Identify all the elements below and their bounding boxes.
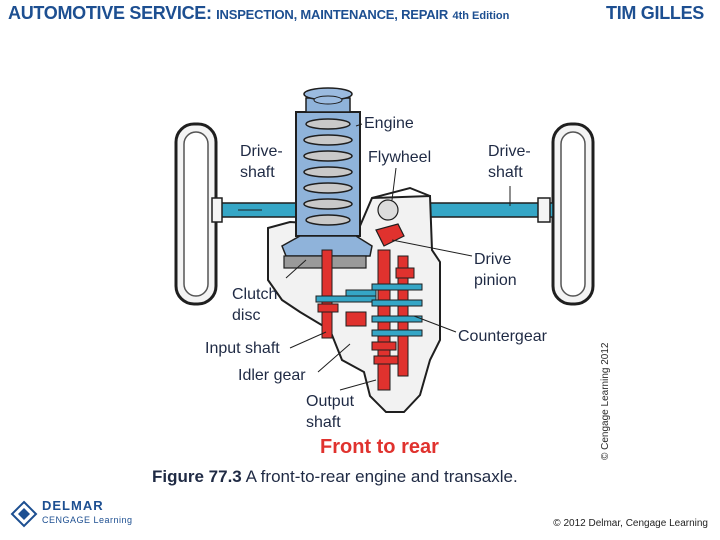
label-driveshaft-right-line2: shaft: [488, 164, 523, 181]
delmar-logo: DELMAR CENGAGE Learning: [10, 498, 140, 532]
label-countergear: Countergear: [458, 328, 548, 345]
figure-caption-text: A front-to-rear engine and transaxle.: [245, 467, 518, 486]
right-cv-joint: [537, 197, 551, 223]
red-gear-blocks: [317, 267, 415, 365]
label-idler-gear: Idler gear: [238, 367, 306, 384]
figure-number: Figure 77.3: [152, 467, 242, 486]
slide-header: AUTOMOTIVE SERVICE: INSPECTION, MAINTENA…: [0, 0, 720, 30]
left-wheel: [174, 122, 218, 306]
author-name: TIM GILLES: [606, 3, 704, 23]
diagram-subtitle: Front to rear: [320, 436, 439, 458]
engine-block: [295, 87, 361, 237]
label-output-shaft-line1: Output: [306, 393, 355, 410]
figure-caption: Figure 77.3 A front-to-rear engine and t…: [152, 467, 518, 487]
label-output-shaft-line2: shaft: [306, 414, 341, 431]
label-driveshaft-left-line1: Drive-: [240, 143, 283, 160]
label-drive-pinion-line1: Drive: [474, 251, 511, 268]
label-driveshaft-left-line2: shaft: [240, 164, 275, 181]
transmission-gears: [315, 283, 423, 337]
logo-sub-text: CENGAGE Learning: [42, 515, 133, 525]
footer-copyright: © 2012 Delmar, Cengage Learning: [553, 518, 708, 529]
drive-pinion-gear: [375, 223, 405, 247]
label-drive-pinion-line2: pinion: [474, 272, 517, 289]
label-clutch-disc-line1: Clutch: [232, 286, 277, 303]
leader-lines: [238, 123, 511, 391]
book-title: AUTOMOTIVE SERVICE: INSPECTION, MAINTENA…: [8, 3, 509, 24]
input-shaft: [321, 249, 333, 339]
label-flywheel: Flywheel: [368, 149, 431, 166]
label-input-shaft: Input shaft: [205, 340, 280, 357]
right-wheel: [551, 122, 595, 306]
label-clutch-disc-line2: disc: [232, 307, 260, 324]
book-title-sub: INSPECTION, MAINTENANCE, REPAIR: [216, 7, 449, 22]
delmar-logo-icon: [10, 500, 38, 528]
left-cv-joint: [211, 197, 223, 223]
book-edition: 4th Edition: [452, 10, 510, 22]
book-title-main: AUTOMOTIVE SERVICE:: [8, 3, 212, 23]
label-engine: Engine: [364, 115, 414, 132]
differential-gear: [377, 199, 399, 221]
diagram-credit: © Cengage Learning 2012: [600, 342, 611, 460]
logo-brand-text: DELMAR: [42, 498, 104, 513]
label-driveshaft-right-line1: Drive-: [488, 143, 531, 160]
